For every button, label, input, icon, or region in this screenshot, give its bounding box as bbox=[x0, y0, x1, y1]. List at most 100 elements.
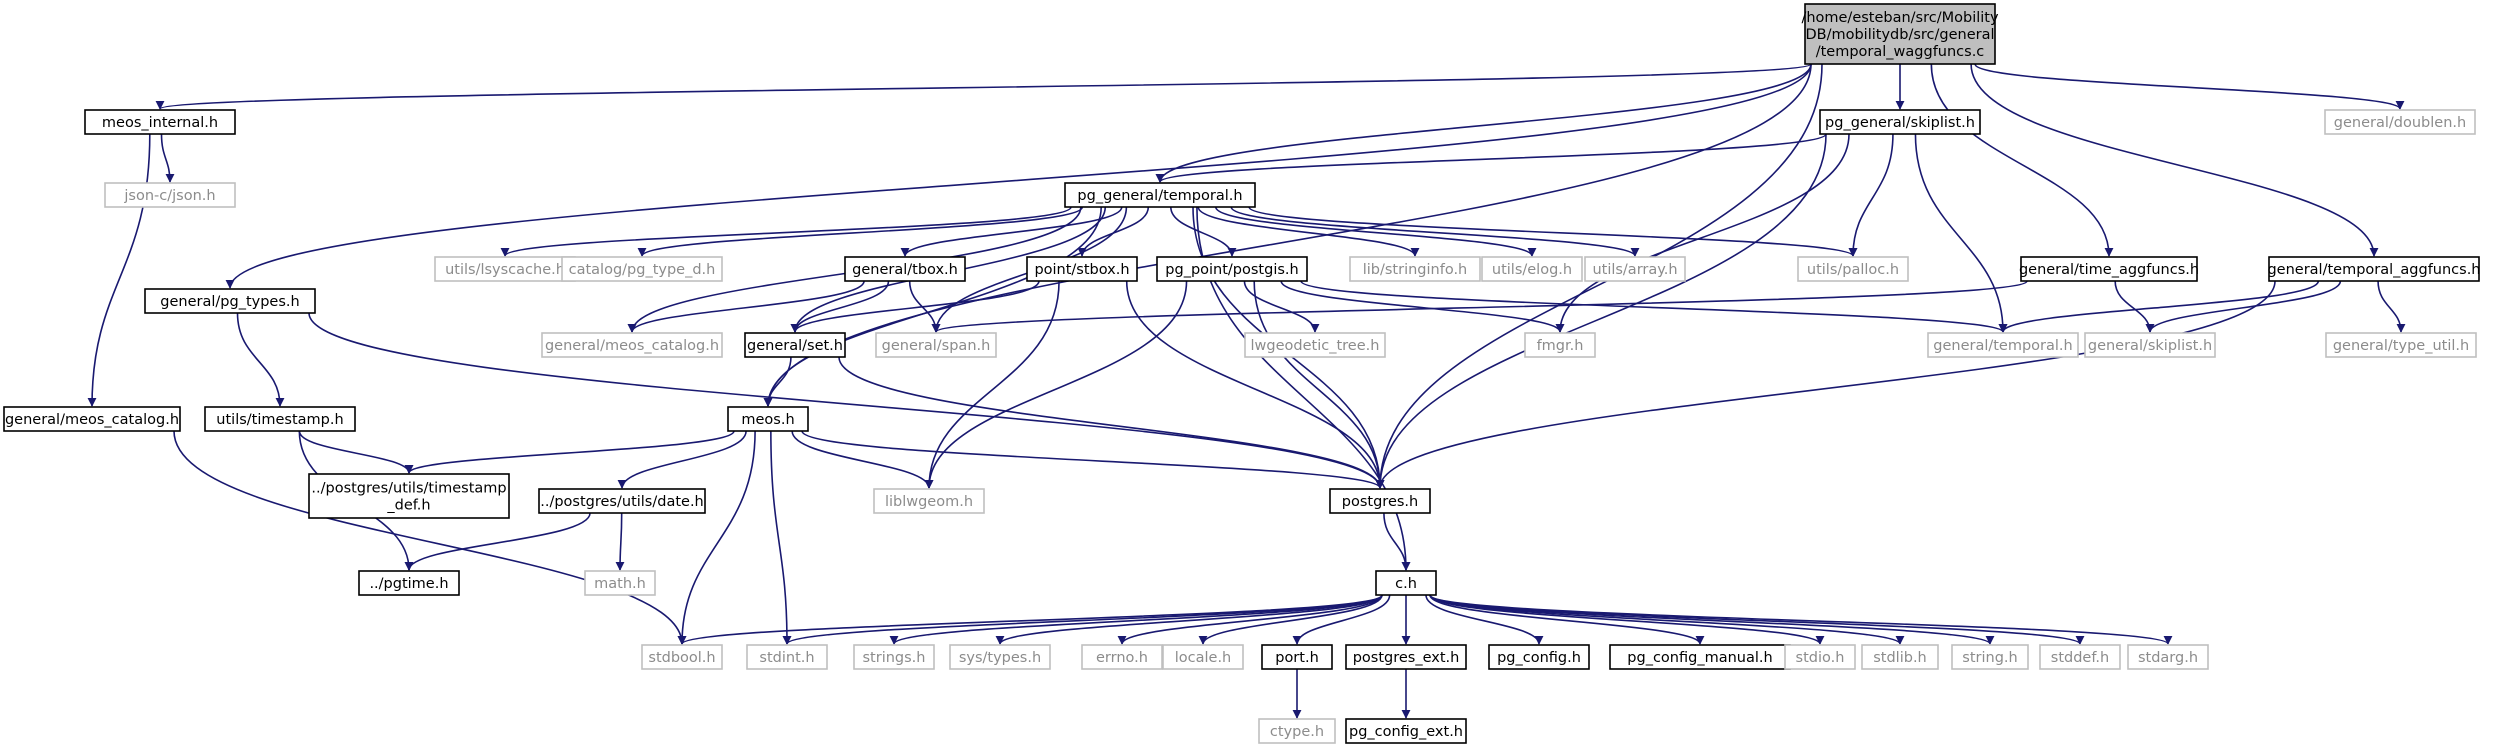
node-box bbox=[875, 332, 997, 358]
dependency-edge bbox=[1555, 133, 1850, 333]
node-port[interactable]: port.h bbox=[1261, 644, 1333, 670]
dependency-edge bbox=[677, 430, 756, 645]
edge-pg_temporal-to-lsyscache bbox=[500, 206, 1072, 257]
node-box bbox=[1261, 644, 1333, 670]
dependency-edge bbox=[500, 206, 1072, 257]
edge-root-to-temporal_aggfuncs bbox=[1970, 63, 2379, 257]
node-time-aggfuncs[interactable]: general/time_aggfuncs.h bbox=[2019, 256, 2199, 282]
node-pg-config-manual[interactable]: pg_config_manual.h bbox=[1609, 644, 1791, 670]
dependency-edge bbox=[791, 430, 934, 489]
node-skiplist-pg[interactable]: pg_general/skiplist.h bbox=[1819, 109, 1981, 135]
edge-temporal_aggfuncs-to-type_util bbox=[2377, 280, 2406, 333]
edge-date-to-math bbox=[615, 512, 625, 571]
dependency-edge bbox=[1974, 63, 2405, 110]
node-label: stdlib.h bbox=[1873, 650, 1927, 666]
node-meos[interactable]: meos.h bbox=[727, 406, 809, 432]
node-strings: strings.h bbox=[853, 644, 935, 670]
node-pg-config-ext[interactable]: pg_config_ext.h bbox=[1345, 718, 1467, 744]
dependency-edge bbox=[1155, 63, 1812, 183]
node-box bbox=[873, 488, 985, 514]
node-label: utils/timestamp.h bbox=[216, 412, 343, 428]
node-label: lwgeodetic_tree.h bbox=[1251, 338, 1380, 354]
node-pg-config[interactable]: pg_config.h bbox=[1488, 644, 1590, 670]
node-label: catalog/pg_type_d.h bbox=[569, 262, 716, 278]
node-stbox[interactable]: point/stbox.h bbox=[1026, 256, 1138, 282]
node-stringinfo: lib/stringinfo.h bbox=[1349, 256, 1481, 282]
node-span: general/span.h bbox=[875, 332, 997, 358]
node-label: json-c/json.h bbox=[123, 188, 215, 204]
dependency-edge bbox=[763, 206, 1102, 407]
node-temporal-aggfuncs[interactable]: general/temporal_aggfuncs.h bbox=[2267, 256, 2481, 282]
edge-c-to-stdarg bbox=[1429, 594, 2173, 645]
node-set[interactable]: general/set.h bbox=[744, 332, 846, 358]
edge-c-to-string bbox=[1429, 594, 1995, 645]
node-label: general/temporal_aggfuncs.h bbox=[2267, 262, 2480, 278]
node-box bbox=[853, 644, 935, 670]
node-label: stdint.h bbox=[759, 650, 814, 666]
node-pg-types[interactable]: general/pg_types.h bbox=[144, 288, 316, 314]
node-tbox[interactable]: general/tbox.h bbox=[844, 256, 966, 282]
node-box bbox=[1861, 644, 1939, 670]
node-c[interactable]: c.h bbox=[1375, 570, 1437, 596]
edge-meos-to-liblwgeom bbox=[791, 430, 934, 489]
node-label: port.h bbox=[1275, 650, 1319, 666]
node-label: ../postgres/utils/timestamp bbox=[311, 481, 506, 497]
node-box bbox=[949, 644, 1051, 670]
node-pg-temporal[interactable]: pg_general/temporal.h bbox=[1064, 182, 1256, 208]
dependency-edge bbox=[1429, 594, 1995, 645]
node-label: general/meos_catalog.h bbox=[5, 412, 179, 428]
edge-skiplist_pg-to-pg_temporal bbox=[1155, 133, 1827, 183]
node-timestamp-def[interactable]: ../postgres/utils/timestamp_def.h bbox=[308, 473, 510, 519]
dependency-edge bbox=[790, 280, 1040, 333]
dependency-edge bbox=[1300, 280, 2008, 333]
dependency-edge bbox=[1292, 594, 1391, 645]
dependency-edge bbox=[995, 594, 1383, 645]
node-array: utils/array.h bbox=[1584, 256, 1686, 282]
dependency-edge bbox=[1429, 594, 1705, 645]
node-label: locale.h bbox=[1175, 650, 1232, 666]
dependency-edge bbox=[924, 280, 1188, 489]
node-meos-catalog-left[interactable]: general/meos_catalog.h bbox=[3, 406, 181, 432]
node-label: /home/esteban/src/Mobility bbox=[1801, 10, 1999, 26]
dependency-edge bbox=[1998, 280, 2320, 333]
edge-tbox-to-meos_catalog_mid bbox=[627, 280, 865, 333]
edge-postgis-to-liblwgeom bbox=[924, 280, 1188, 489]
node-pgtime[interactable]: ../pgtime.h bbox=[358, 570, 460, 596]
node-postgres[interactable]: postgres.h bbox=[1329, 488, 1431, 514]
edge-postgis-to-lwgeodetic bbox=[1243, 280, 1320, 333]
node-label: stddef.h bbox=[2051, 650, 2109, 666]
dependency-edge bbox=[236, 312, 285, 407]
edge-time_aggfuncs-to-gen_skiplist bbox=[2114, 280, 2155, 333]
node-box bbox=[434, 256, 576, 282]
dependency-edge bbox=[160, 133, 175, 183]
edge-pg_temporal-to-elog bbox=[1215, 206, 1537, 257]
node-postgis[interactable]: pg_point/postgis.h bbox=[1156, 256, 1308, 282]
node-doublen: general/doublen.h bbox=[2324, 109, 2476, 135]
node-box bbox=[3, 406, 181, 432]
edge-meos-to-postgres bbox=[801, 430, 1385, 489]
edge-temporal_aggfuncs-to-gen_temporal bbox=[1998, 280, 2320, 333]
node-box bbox=[1584, 256, 1686, 282]
node-label: general/tbox.h bbox=[852, 262, 958, 278]
node-label: pg_config.h bbox=[1497, 650, 1581, 666]
edge-pg_temporal-to-tbox bbox=[900, 206, 1123, 257]
dependency-edge bbox=[173, 430, 687, 645]
edge-stbox-to-liblwgeom bbox=[924, 280, 1060, 489]
dependency-edge bbox=[308, 312, 1385, 489]
edge-postgres-to-c bbox=[1383, 512, 1411, 571]
edge-c-to-locale bbox=[1198, 594, 1383, 645]
node-fmgr: fmgr.h bbox=[1524, 332, 1596, 358]
dependency-edge bbox=[1243, 280, 1320, 333]
node-box bbox=[144, 288, 316, 314]
node-timestamp[interactable]: utils/timestamp.h bbox=[204, 406, 356, 432]
edge-root-to-doublen bbox=[1974, 63, 2405, 110]
node-meos-internal[interactable]: meos_internal.h bbox=[84, 109, 236, 135]
node-box bbox=[1488, 644, 1590, 670]
node-postgres-ext[interactable]: postgres_ext.h bbox=[1345, 644, 1467, 670]
edge-postgis-to-gen_temporal bbox=[1300, 280, 2008, 333]
node-root[interactable]: /home/esteban/src/MobilityDB/mobilitydb/… bbox=[1801, 3, 1999, 65]
node-date[interactable]: ../postgres/utils/date.h bbox=[538, 488, 706, 514]
dependency-edge bbox=[617, 430, 747, 489]
dependency-edge bbox=[225, 63, 1812, 289]
